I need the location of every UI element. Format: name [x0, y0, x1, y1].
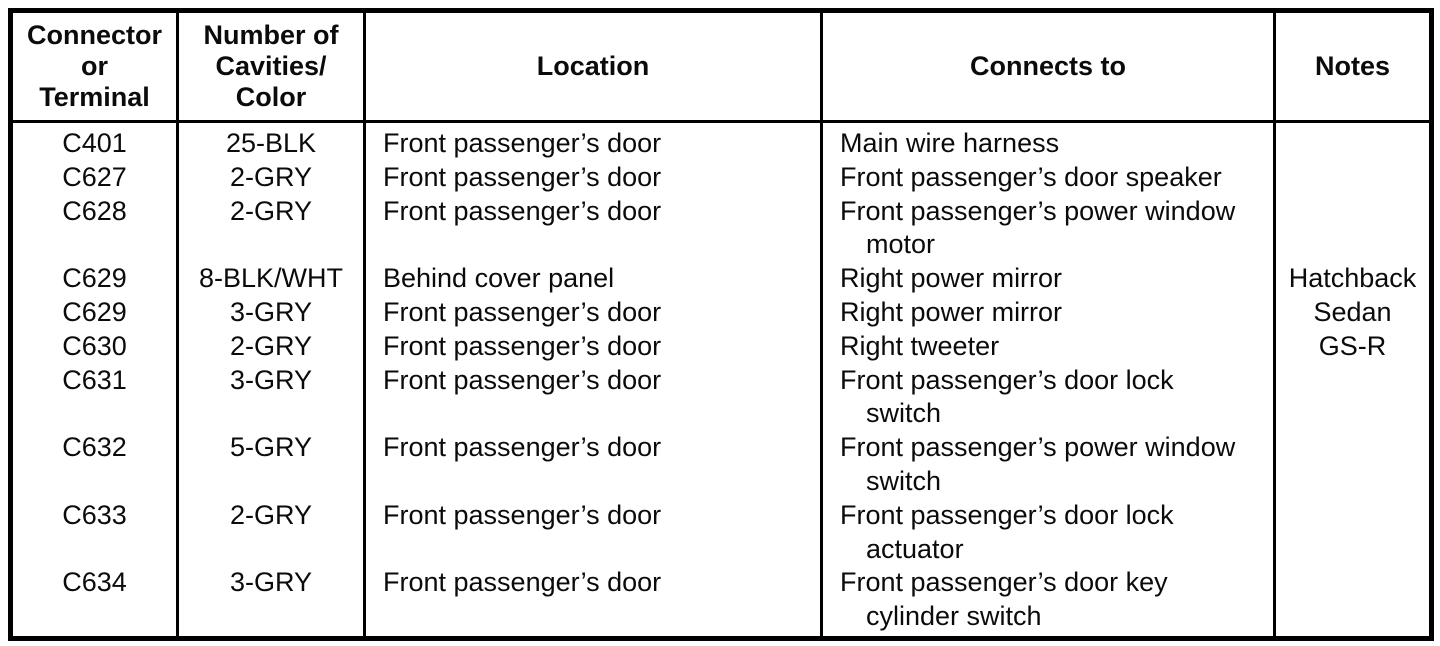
- spacer: [1276, 566, 1429, 600]
- location-cell: Front passenger’s door: [383, 364, 662, 395]
- connects-to-cell: motor: [866, 229, 936, 260]
- location-cell: Front passenger’s door: [383, 128, 662, 158]
- location-cell: Front passenger’s door: [383, 161, 662, 192]
- location-cell: Front passenger’s door: [383, 330, 662, 361]
- spacer: [366, 228, 820, 262]
- cavities-cell: 3-GRY: [229, 364, 313, 395]
- connector-cell: C629: [62, 296, 127, 327]
- connector-cell: C629: [62, 263, 127, 294]
- spacer: [13, 228, 176, 262]
- spacer: [13, 533, 176, 567]
- connects-to-cell: switch: [866, 398, 942, 429]
- spacer: [13, 397, 176, 431]
- cavities-cell: 2-GRY: [229, 330, 313, 361]
- spacer: [179, 465, 363, 499]
- connector-cell: C401: [62, 128, 127, 158]
- connects-to-cell: Front passenger’s door key: [840, 567, 1168, 598]
- location-cell: Front passenger’s door: [383, 432, 662, 463]
- spacer: [13, 600, 176, 634]
- cavities-cell: 25-BLK: [225, 128, 317, 158]
- connector-cell: C630: [62, 330, 127, 361]
- spacer: [366, 533, 820, 567]
- spacer: [366, 465, 820, 499]
- location-cell: Front passenger’s door: [383, 499, 662, 530]
- spacer: [1276, 127, 1429, 161]
- spacer: [1276, 533, 1429, 567]
- connector-cell: C634: [62, 567, 127, 598]
- spacer: [1276, 397, 1429, 431]
- connects-to-cell: Front passenger’s power window: [840, 432, 1236, 463]
- spacer: [179, 600, 363, 634]
- connects-to-cell: Front passenger’s door speaker: [840, 161, 1222, 192]
- spacer: [1276, 465, 1429, 499]
- column-header-cavities: Number of Cavities/ Color: [176, 13, 363, 120]
- cavities-cell: 5-GRY: [229, 432, 313, 463]
- connects-to-cell: Front passenger’s power window: [840, 195, 1236, 226]
- spacer: [1276, 600, 1429, 634]
- connects-to-cell: Front passenger’s door lock: [840, 499, 1174, 530]
- spacer: [1276, 195, 1429, 229]
- column-header-notes: Notes: [1273, 13, 1429, 120]
- spacer: [1276, 161, 1429, 195]
- spacer: [1276, 431, 1429, 465]
- spacer: [1276, 228, 1429, 262]
- cavities-cell: 3-GRY: [229, 567, 313, 598]
- connects-to-cell: actuator: [866, 533, 964, 564]
- connector-table: Connector or Terminal Number of Cavities…: [8, 8, 1434, 641]
- connector-cell: C631: [62, 364, 127, 395]
- connects-to-cell: Right tweeter: [840, 330, 1000, 361]
- column-header-connector: Connector or Terminal: [27, 20, 162, 112]
- location-cell: Front passenger’s door: [383, 567, 662, 598]
- cavities-cell: 2-GRY: [229, 161, 313, 192]
- column-header-location: Location: [363, 13, 820, 120]
- location-cell: Front passenger’s door: [383, 195, 662, 226]
- table-header-row: Connector or Terminal Number of Cavities…: [13, 13, 1429, 123]
- connects-to-cell: switch: [866, 465, 942, 496]
- spacer: [179, 397, 363, 431]
- connector-cell: C628: [62, 195, 127, 226]
- column-header-connects-to: Connects to: [820, 13, 1273, 120]
- connector-cell: C627: [62, 161, 127, 192]
- spacer: [179, 228, 363, 262]
- location-cell: Behind cover panel: [383, 263, 615, 294]
- cavities-cell: 8-BLK/WHT: [198, 263, 344, 294]
- spacer: [366, 397, 820, 431]
- spacer: [1276, 499, 1429, 533]
- connector-cell: C632: [62, 432, 127, 463]
- connects-to-cell: Main wire harness: [840, 128, 1060, 158]
- cavities-cell: 3-GRY: [229, 296, 313, 327]
- spacer: [179, 533, 363, 567]
- spacer: [366, 600, 820, 634]
- connects-to-cell: Right power mirror: [840, 296, 1063, 327]
- cavities-cell: 2-GRY: [229, 195, 313, 226]
- note-cell: GS-R: [1318, 330, 1387, 361]
- connects-to-cell: Front passenger’s door lock: [840, 364, 1174, 395]
- spacer: [1276, 364, 1429, 398]
- note-cell: Sedan: [1313, 296, 1392, 327]
- connector-cell: C633: [62, 499, 127, 530]
- connects-to-cell: cylinder switch: [866, 601, 1042, 632]
- connects-to-cell: Right power mirror: [840, 263, 1063, 294]
- spacer: [13, 465, 176, 499]
- cavities-cell: 2-GRY: [229, 499, 313, 530]
- note-cell: Hatchback: [1288, 263, 1417, 294]
- location-cell: Front passenger’s door: [383, 296, 662, 327]
